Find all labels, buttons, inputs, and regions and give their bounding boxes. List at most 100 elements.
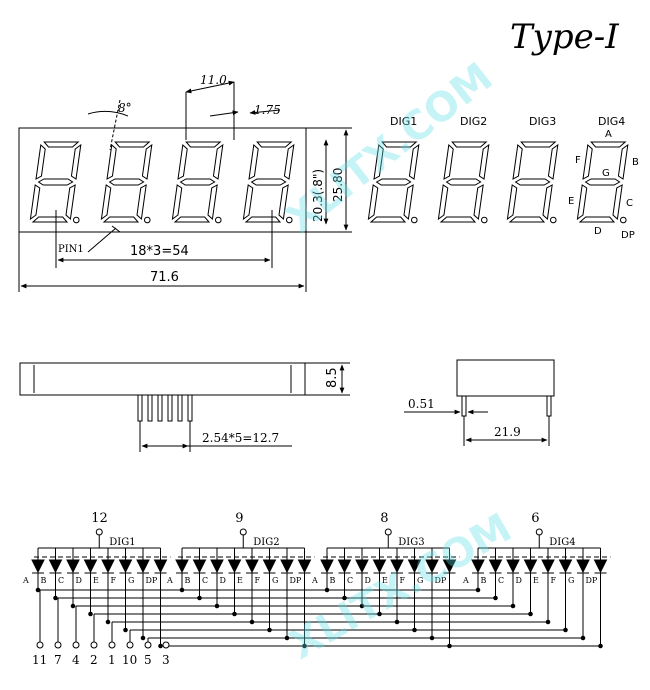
decimal-point: [72, 216, 80, 224]
segment-g: [37, 178, 74, 186]
diode-g: [280, 559, 294, 574]
pin-1: [108, 641, 116, 649]
dig2-label: DIG2: [460, 115, 487, 128]
pin-2: [90, 641, 98, 649]
segment-label-dp: DP: [290, 576, 302, 585]
segment-b: [617, 143, 629, 180]
segment-f: [248, 143, 259, 180]
segment-d: [369, 216, 407, 223]
segment-label-e: E: [237, 576, 243, 585]
segment-g: [445, 178, 482, 186]
segment-label-c: C: [58, 576, 64, 585]
diode-c: [210, 559, 224, 574]
diode-e: [541, 559, 555, 574]
pin-7: [54, 641, 62, 649]
front-digit-2: [100, 141, 153, 224]
segment-label-e: E: [533, 576, 539, 585]
front-digits: [29, 141, 295, 224]
diode-a: [31, 559, 45, 574]
decimal-point: [285, 216, 293, 224]
common-pin-number: 8: [380, 511, 388, 526]
segment-label-b: B: [41, 576, 47, 585]
decimal-point: [619, 216, 627, 224]
segment-a: [520, 141, 557, 148]
common-label: DIG2: [253, 537, 279, 548]
segment-net-d: [88, 573, 533, 642]
depth-label: 8.5: [325, 367, 340, 388]
pin-5: [144, 641, 152, 649]
segment-d: [508, 216, 546, 223]
segment-label-d: D: [220, 576, 226, 585]
segment-c: [612, 184, 623, 221]
common-pin-number: 9: [235, 511, 243, 526]
segment-net-a: [35, 573, 481, 642]
segment-label-f: F: [255, 576, 261, 585]
segment-net-g: [140, 573, 586, 642]
diode-c: [506, 559, 520, 574]
digit-height-label: 20.3(.8"): [311, 169, 325, 222]
segment-label-a: A: [22, 576, 29, 585]
segment-e: [29, 184, 41, 221]
diode-a: [175, 559, 189, 574]
segment-b: [408, 143, 420, 180]
segment-d: [173, 216, 211, 223]
pin-3: [162, 641, 170, 649]
front-view: [18, 80, 352, 292]
segment-f: [443, 143, 454, 180]
segment-c: [403, 184, 414, 221]
segment-d: [244, 216, 282, 223]
diode-e: [101, 559, 115, 574]
pin-number: 1: [108, 653, 116, 667]
segment-f: [106, 143, 117, 180]
pin1-leader: [87, 227, 117, 253]
segment-a: [590, 141, 627, 148]
pin-span-label: 18*3=54: [130, 244, 189, 259]
diode-d: [227, 559, 242, 574]
seg-b-label: B: [632, 157, 639, 168]
segment-g: [179, 178, 216, 186]
segment-e: [242, 184, 254, 221]
segment-a: [381, 141, 418, 148]
decimal-point: [549, 216, 557, 224]
dig4-label: DIG4: [598, 115, 625, 128]
segment-label-c: C: [347, 576, 353, 585]
segment-f: [582, 143, 593, 180]
segment-label-a: A: [166, 576, 173, 585]
diode-g: [136, 559, 150, 574]
decimal-point: [410, 216, 418, 224]
segment-g: [514, 178, 551, 186]
diode-f: [558, 559, 573, 574]
pin-4: [72, 641, 80, 649]
seg-a-label: A: [605, 129, 612, 140]
diode-f: [407, 559, 422, 574]
segment-c: [207, 184, 218, 221]
segment-label-a: A: [311, 576, 318, 585]
pin-number: 4: [72, 653, 80, 667]
segment-c: [278, 184, 289, 221]
seg-width-label: 11.0: [200, 73, 227, 87]
watermark-top: XLITX.COM: [278, 54, 502, 243]
seg-e-label: E: [568, 196, 574, 207]
seg-f-label: F: [575, 155, 581, 166]
pin-11: [36, 641, 44, 649]
segment-f: [373, 143, 384, 180]
side-body: [19, 362, 306, 396]
segment-label-d: D: [516, 576, 522, 585]
pin1-label: PIN1: [58, 244, 84, 255]
pin-number: 7: [54, 653, 62, 667]
diode-c: [355, 559, 369, 574]
drawing-title: Type-I: [510, 17, 619, 57]
segment-label-f: F: [400, 576, 406, 585]
segment-d: [102, 216, 140, 223]
segment-e: [576, 184, 588, 221]
side-pins: [137, 394, 193, 422]
digit-2: [437, 141, 490, 224]
segment-d: [578, 216, 616, 223]
diode-a: [320, 559, 334, 574]
display-outline: [18, 127, 307, 233]
segment-e: [100, 184, 112, 221]
